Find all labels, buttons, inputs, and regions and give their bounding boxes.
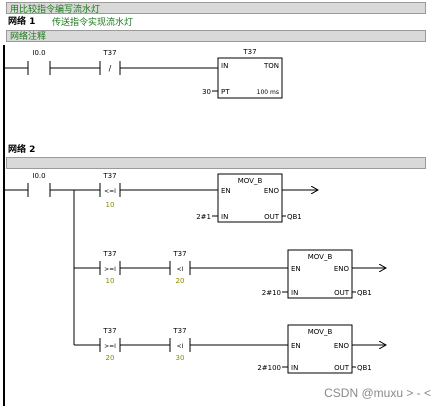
compare-operand: T37 — [102, 327, 116, 335]
compare-value: 10 — [106, 277, 115, 285]
mov-b-block-1[interactable]: MOV_B EN ENO IN OUT 2#1 QB1 — [196, 173, 302, 223]
network-2-comment-bar[interactable] — [6, 157, 426, 169]
timer-base: 100 ms — [257, 89, 279, 96]
block-name: MOV_B — [238, 177, 263, 185]
contact-address: I0.0 — [32, 49, 45, 57]
block-in-pin: IN — [221, 213, 228, 221]
timer-preset-value: 30 — [202, 88, 211, 96]
block-en-pin: EN — [291, 342, 301, 350]
pou-comment-bar[interactable]: 用比较指令编写流水灯 — [6, 2, 426, 14]
compare-lt-30[interactable]: T37 <I 30 — [169, 327, 191, 362]
block-in-value: 2#10 — [262, 289, 281, 297]
timer-ton-block[interactable]: T37 IN TON PT 100 ms 30 — [202, 48, 283, 99]
mov-b-block-3[interactable]: MOV_B EN ENO IN OUT 2#100 QB1 — [257, 324, 372, 374]
contact-address: I0.0 — [32, 172, 45, 180]
compare-operator: <=I — [104, 188, 116, 195]
watermark: CSDN @muxu > - < — [324, 386, 431, 400]
block-name: MOV_B — [308, 328, 333, 336]
contact-i00-n2[interactable]: I0.0 — [27, 172, 51, 197]
compare-operator: <I — [177, 266, 184, 273]
block-eno-pin: ENO — [334, 342, 350, 350]
timer-name: T37 — [242, 48, 256, 56]
compare-operator: <I — [177, 343, 184, 350]
block-out-value: QB1 — [357, 364, 372, 372]
block-out-pin: OUT — [334, 364, 350, 372]
contact-i00-n1[interactable]: I0.0 — [27, 49, 51, 75]
compare-lt-20[interactable]: T37 <I 20 — [169, 250, 191, 285]
block-out-pin: OUT — [264, 213, 280, 221]
block-out-value: QB1 — [287, 213, 302, 221]
block-name: MOV_B — [308, 253, 333, 261]
compare-value: 20 — [176, 277, 185, 285]
compare-operator: >=I — [104, 343, 116, 350]
compare-operand: T37 — [172, 250, 186, 258]
compare-operand: T37 — [102, 250, 116, 258]
compare-value: 20 — [106, 354, 115, 362]
block-in-pin: IN — [291, 289, 298, 297]
compare-value: 30 — [176, 354, 185, 362]
nc-slash-icon: / — [109, 64, 112, 73]
compare-operand: T37 — [172, 327, 186, 335]
block-eno-pin: ENO — [334, 265, 350, 273]
timer-in-pin: IN — [221, 62, 228, 70]
compare-le-10[interactable]: T37 <=I 10 — [99, 172, 121, 209]
contact-address: T37 — [102, 49, 116, 57]
compare-operator: >=I — [104, 266, 116, 273]
network-1-title[interactable]: 传送指令实现流水灯 — [52, 17, 134, 27]
compare-ge-20[interactable]: T37 >=I 20 — [99, 327, 121, 362]
network-2-label[interactable]: 网络 2 — [8, 145, 36, 155]
block-in-value: 2#100 — [257, 364, 281, 372]
network-1-rung: I0.0 / T37 T37 IN TON PT 100 ms 30 — [4, 48, 283, 99]
block-en-pin: EN — [221, 187, 231, 195]
block-out-value: QB1 — [357, 289, 372, 297]
block-out-pin: OUT — [334, 289, 350, 297]
network-1-label[interactable]: 网络 1 — [8, 17, 36, 27]
compare-operand: T37 — [102, 172, 116, 180]
block-in-pin: IN — [291, 364, 298, 372]
mov-b-block-2[interactable]: MOV_B EN ENO IN OUT 2#10 QB1 — [262, 249, 372, 299]
block-in-value: 2#1 — [196, 213, 211, 221]
block-en-pin: EN — [291, 265, 301, 273]
block-eno-pin: ENO — [264, 187, 280, 195]
contact-t37-nc[interactable]: / T37 — [99, 49, 121, 75]
network-1-comment[interactable]: 网络注释 — [6, 30, 426, 42]
network-2-rungs: I0.0 T37 <=I 10 MOV_B EN ENO IN OUT 2#1 … — [4, 172, 386, 374]
timer-type: TON — [263, 62, 279, 70]
compare-ge-10[interactable]: T37 >=I 10 — [99, 250, 121, 285]
timer-pt-pin: PT — [221, 88, 230, 96]
compare-value: 10 — [106, 201, 115, 209]
